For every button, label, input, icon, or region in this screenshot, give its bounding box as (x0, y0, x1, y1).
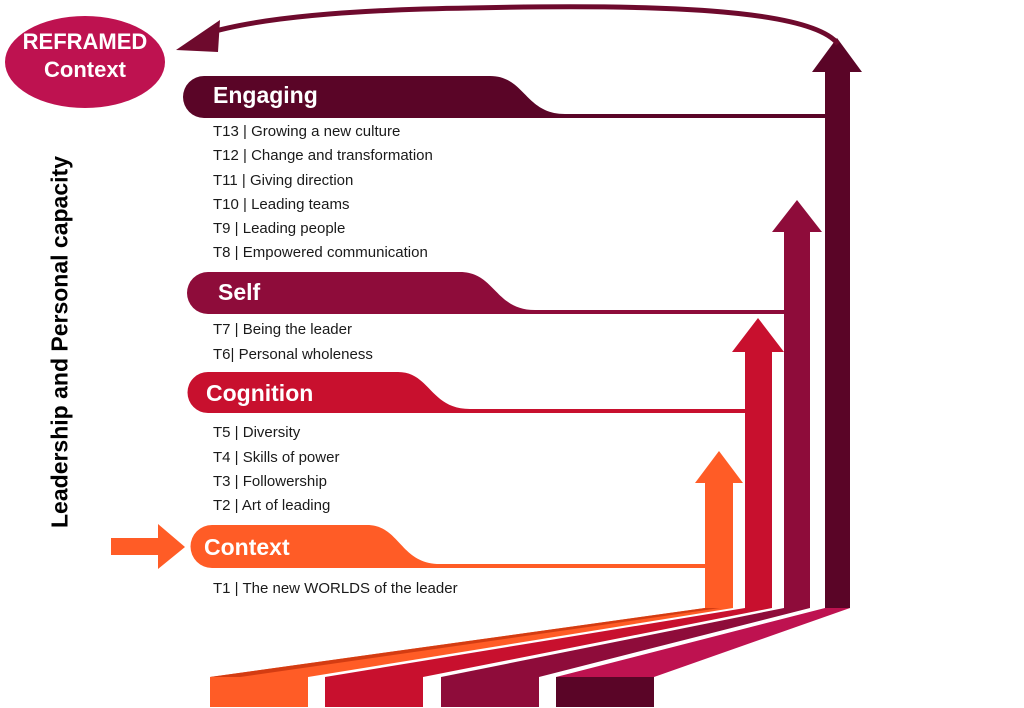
band-self (441, 608, 810, 677)
base-box-self (441, 677, 539, 707)
band-strip (210, 608, 720, 677)
topic-t11: T11 | Giving direction (213, 172, 354, 189)
loop-arrow-head (176, 20, 220, 52)
base-box-engaging (556, 677, 654, 707)
topic-t4: T4 | Skills of power (213, 449, 340, 466)
ribbon-context (190, 525, 705, 568)
topic-t3: T3 | Followership (213, 473, 327, 490)
topic-t9: T9 | Leading people (213, 220, 346, 237)
ribbon-self (187, 272, 785, 314)
header-context: Context (204, 534, 290, 560)
band-cognition (325, 608, 772, 677)
header-self: Self (218, 279, 261, 305)
input-arrow (111, 524, 185, 569)
topic-t12: T12 | Change and transformation (213, 147, 433, 164)
arrow-context (695, 451, 743, 608)
topic-t13: T13 | Growing a new culture (213, 123, 401, 140)
topic-t7: T7 | Being the leader (213, 321, 352, 338)
header-engaging: Engaging (213, 82, 318, 108)
topic-t6: T6| Personal wholeness (213, 346, 373, 363)
reframed-line-1: REFRAMED (22, 29, 148, 54)
header-cognition: Cognition (206, 380, 314, 406)
topic-t5: T5 | Diversity (213, 424, 301, 441)
topic-t1: T1 | The new WORLDS of the leader (213, 580, 458, 597)
reframed-label: REFRAMED Context (5, 28, 165, 84)
topic-t8: T8 | Empowered communication (213, 244, 428, 261)
band-engaging (556, 608, 850, 677)
ribbon-cognition (187, 372, 745, 413)
arrow-engaging (812, 38, 862, 608)
base-box-context (210, 677, 308, 707)
base-box-cognition (325, 677, 423, 707)
arrow-cognition (732, 318, 784, 608)
topic-t10: T10 | Leading teams (213, 196, 350, 213)
loop-arrow (204, 4, 840, 46)
reframed-line-2: Context (44, 57, 126, 82)
topic-t2: T2 | Art of leading (213, 497, 331, 514)
arrow-self (772, 200, 822, 608)
reframed-ellipse (5, 16, 165, 108)
ribbon-engaging (183, 76, 825, 118)
